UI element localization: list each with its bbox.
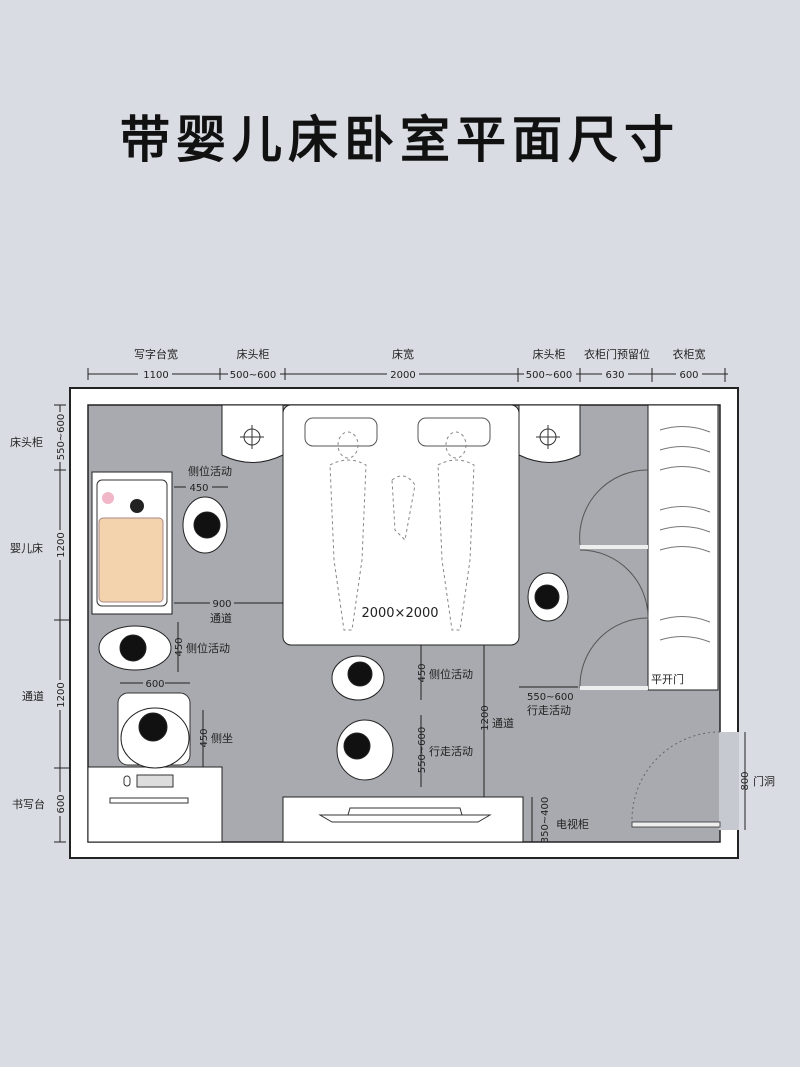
passage-900-label: 通道 xyxy=(210,611,232,625)
dim-label-bed: 床宽 xyxy=(392,347,414,361)
dim-value-crib: 1200 xyxy=(56,532,67,557)
dim-label-nightstand: 床头柜 xyxy=(10,435,43,449)
dim-value-bed: 2000 xyxy=(390,370,415,381)
dim-value-nightstand: 550~600 xyxy=(56,414,67,461)
nightstand-right xyxy=(518,404,581,463)
bed-foot-side-value: 450 xyxy=(417,663,428,682)
wardrobe-door-label: 平开门 xyxy=(651,672,684,686)
crib-below-value: 450 xyxy=(174,637,185,656)
tv xyxy=(318,807,492,823)
bed-size-label: 2000×2000 xyxy=(361,606,438,621)
baby-head xyxy=(130,499,144,513)
left-dimension-line xyxy=(54,404,70,843)
pillow-right xyxy=(417,417,491,447)
left-dimension-labels: 床头柜 550~600 婴儿床 1200 通道 1200 书写台 600 xyxy=(10,412,67,816)
door-leaf xyxy=(631,821,721,828)
sleeping-figures xyxy=(329,431,475,631)
wardrobe-door-swings xyxy=(579,469,649,690)
dim-label-nightstand-left: 床头柜 xyxy=(237,347,270,361)
tv-cabinet-label: 电视柜 xyxy=(556,817,589,831)
bed xyxy=(282,404,520,646)
dim-label-desk: 写字台宽 xyxy=(134,347,178,361)
tv-cabinet-value: 350~400 xyxy=(540,797,551,844)
door-swing xyxy=(631,731,721,821)
dim-value-desk: 1100 xyxy=(143,370,168,381)
dim-value-nightstand-right: 500~600 xyxy=(526,370,573,381)
toy-bunny-icon xyxy=(102,492,114,504)
bed-foot-side-label: 侧位活动 xyxy=(429,667,473,681)
door-opening xyxy=(719,732,739,830)
passage-1200-value: 1200 xyxy=(480,705,491,730)
crib-below-label: 侧位活动 xyxy=(186,641,230,655)
walk-value: 550~600 xyxy=(417,727,428,774)
dim-value-desk-depth: 600 xyxy=(56,794,67,813)
desk-width-value: 600 xyxy=(145,679,164,690)
lamp-icon xyxy=(536,425,560,449)
dim-label-wardrobe-door: 衣柜门预留位 xyxy=(584,347,650,361)
wardrobe-walk-label: 行走活动 xyxy=(527,704,571,717)
crib-blanket xyxy=(98,517,164,603)
door-opening-label: 门洞 xyxy=(753,774,775,788)
door-opening-value: 800 xyxy=(740,771,751,790)
page-title: 带婴儿床卧室平面尺寸 xyxy=(120,110,680,169)
monitor xyxy=(109,797,189,804)
dim-label-nightstand-right: 床头柜 xyxy=(533,347,566,361)
hangers xyxy=(659,426,711,643)
crib-side-label: 侧位活动 xyxy=(188,464,232,478)
dim-label-passage: 通道 xyxy=(22,689,44,703)
dim-value-wardrobe-door: 630 xyxy=(605,370,624,381)
keyboard xyxy=(136,774,174,788)
desk-seat-label: 侧坐 xyxy=(211,732,233,745)
passage-900-value: 900 xyxy=(212,599,231,610)
pillow-left xyxy=(304,417,378,447)
dim-label-desk-depth: 书写台 xyxy=(12,797,45,811)
dim-label-crib: 婴儿床 xyxy=(10,541,43,555)
dim-value-nightstand-left: 500~600 xyxy=(230,370,277,381)
wardrobe xyxy=(647,404,719,691)
person-figures xyxy=(98,496,569,781)
wardrobe-walk-value: 550~600 xyxy=(527,692,574,703)
desk-seat-value: 450 xyxy=(199,728,210,747)
mouse xyxy=(123,775,131,787)
inner-dimension-labels: 侧位活动 450 900 通道 450 侧位活动 600 450 侧坐 450 … xyxy=(143,464,775,843)
crib-side-value: 450 xyxy=(189,483,208,494)
top-dimension-labels: 写字台宽 1100 床头柜 500~600 床宽 2000 床头柜 500~60… xyxy=(134,347,706,381)
walk-label: 行走活动 xyxy=(429,745,473,758)
dim-value-wardrobe: 600 xyxy=(679,370,698,381)
lamp-icon xyxy=(240,425,264,449)
passage-1200-label: 通道 xyxy=(492,716,514,730)
dim-label-wardrobe: 衣柜宽 xyxy=(673,347,706,361)
dim-value-passage: 1200 xyxy=(56,682,67,707)
